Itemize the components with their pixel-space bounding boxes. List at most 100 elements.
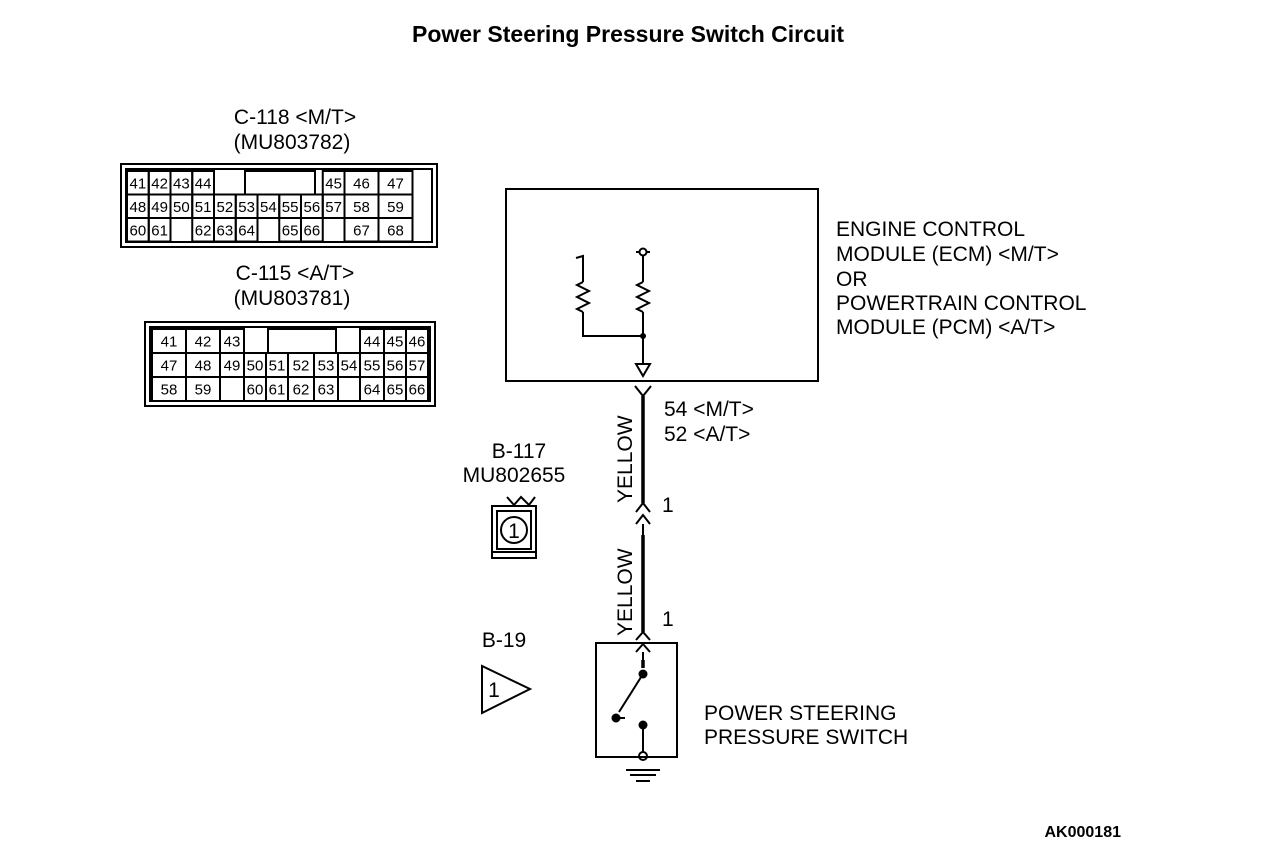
- c118-pin-label: 67: [353, 222, 370, 239]
- ecm-label-line2: MODULE (ECM) <M/T>: [836, 243, 1059, 266]
- c115-pin-label: 60: [247, 382, 264, 399]
- c118-pin-label: 42: [151, 175, 168, 192]
- c115-pin-label: 54: [341, 358, 358, 375]
- chassis-ground-icon: [626, 769, 660, 782]
- c118-pin-label: 48: [130, 199, 147, 216]
- c118-pin-label: 59: [387, 199, 404, 216]
- c115-pin-label: 43: [224, 334, 241, 351]
- c115-key-slot: [267, 328, 337, 354]
- c115-pin-label: 55: [364, 358, 381, 375]
- c115-pin-label: 49: [224, 358, 241, 375]
- c118-pin-cell: [191, 170, 215, 196]
- pressure-switch-box: [595, 642, 678, 758]
- c115-pin-label: 56: [387, 358, 404, 375]
- c115-pin-label: 50: [247, 358, 264, 375]
- c118-pin-label: 61: [151, 222, 168, 239]
- c118-pin-cell: [234, 217, 259, 243]
- c118-pin-label: 47: [387, 175, 404, 192]
- ecm-label-line3: OR: [836, 268, 868, 291]
- c115-pin-label: 48: [195, 358, 212, 375]
- c115-pin-cell: [185, 376, 221, 402]
- c115-pin-label: 51: [269, 358, 286, 375]
- c118-name: C-118 <M/T>: [234, 106, 356, 129]
- c118-pin-label: 63: [217, 222, 234, 239]
- c115-pin-label: 57: [409, 358, 426, 375]
- ecm-label-line4: POWERTRAIN CONTROL: [836, 292, 1086, 315]
- b117-pin-number: 1: [508, 520, 520, 543]
- c115-pin-label: 52: [293, 358, 310, 375]
- c115-pin-cell: [219, 328, 245, 354]
- c115-pin-label: 42: [195, 334, 212, 351]
- c118-pin-label: 57: [325, 199, 342, 216]
- ecm-label-line5: MODULE (PCM) <A/T>: [836, 316, 1055, 339]
- c118-pin-label: 58: [353, 199, 370, 216]
- c115-pin-label: 62: [293, 382, 310, 399]
- diagram-title: Power Steering Pressure Switch Circuit: [412, 21, 844, 47]
- switch-label-line2: PRESSURE SWITCH: [704, 726, 908, 749]
- switch-contacts-symbol: [611, 669, 648, 761]
- c115-part-number: (MU803781): [234, 287, 351, 310]
- ecm-ground-symbol: [634, 363, 652, 378]
- b19-inline-connector-symbol: [635, 630, 651, 660]
- c115-pin-label: 66: [409, 382, 426, 399]
- c118-pin-label: 52: [217, 199, 234, 216]
- wire-color-label-lower: YELLOW: [614, 548, 637, 636]
- c115-pin-label: 63: [318, 382, 335, 399]
- c115-pin-label: 47: [161, 358, 178, 375]
- ecm-label-line1: ENGINE CONTROL: [836, 218, 1025, 241]
- c115-pin-label: 58: [161, 382, 178, 399]
- ecm-internal-circuit: [574, 247, 652, 378]
- c115-pin-label: 46: [409, 334, 426, 351]
- ecm-junction-dot: [640, 333, 646, 339]
- c115-pin-label: 53: [318, 358, 335, 375]
- pullup-resistor-left: [574, 281, 592, 313]
- b117-part-number: MU802655: [463, 464, 566, 487]
- c118-pin-cell: [300, 217, 324, 243]
- c115-pin-cell: [405, 328, 429, 354]
- c118-key-slot: [244, 170, 316, 196]
- c118-pin-cell: [377, 217, 414, 243]
- ecm-terminal-arrow: [634, 385, 652, 398]
- c118-pin-label: 46: [353, 175, 370, 192]
- b117-connector-icon: [491, 495, 537, 559]
- c118-pin-label: 53: [238, 199, 255, 216]
- b19-name: B-19: [482, 629, 526, 652]
- c115-pin-label: 59: [195, 382, 212, 399]
- c118-pin-label: 60: [130, 222, 147, 239]
- c118-pin-label: 65: [282, 222, 299, 239]
- c115-pin-label: 44: [364, 334, 381, 351]
- ecm-pin-mt: 54 <M/T>: [664, 398, 754, 421]
- wire-color-label-upper: YELLOW: [614, 415, 637, 503]
- figure-reference: AK000181: [1045, 824, 1122, 841]
- c118-pin-label: 64: [238, 222, 255, 239]
- c115-name: C-115 <A/T>: [236, 262, 355, 285]
- b117-inline-connector-symbol: [635, 501, 651, 535]
- c115-pin-cell: [313, 376, 339, 402]
- c115-pin-label: 65: [387, 382, 404, 399]
- c115-pin-label: 41: [161, 334, 178, 351]
- b117-name: B-117: [492, 440, 546, 463]
- c118-part-number: (MU803782): [234, 131, 351, 154]
- b19-pin-number: 1: [488, 679, 500, 702]
- c118-pin-label: 50: [173, 199, 190, 216]
- c118-pin-label: 49: [151, 199, 168, 216]
- switch-label-line1: POWER STEERING: [704, 702, 897, 725]
- c118-pin-cell: [377, 170, 414, 196]
- switch-pin-label: 1: [662, 608, 674, 631]
- c115-pin-label: 64: [364, 382, 381, 399]
- c118-pin-label: 62: [195, 222, 212, 239]
- c115-pin-label: 45: [387, 334, 404, 351]
- c115-pin-label: 61: [269, 382, 286, 399]
- c118-pin-label: 66: [304, 222, 321, 239]
- b19-connector-icon: [481, 664, 533, 715]
- c118-pin-label: 43: [173, 175, 190, 192]
- c118-pin-label: 45: [325, 175, 342, 192]
- pullup-resistor-right: [634, 281, 652, 313]
- b117-pin-label: 1: [662, 494, 674, 517]
- c118-pin-label: 68: [387, 222, 404, 239]
- connector-c115-face: 47 48 49 50 51 52 53 54 55 56 57 58 59 60 61 62 63 64 65 66…: [144, 321, 436, 407]
- c115-pin-cell: [405, 376, 429, 402]
- c118-pin-label: 56: [304, 199, 321, 216]
